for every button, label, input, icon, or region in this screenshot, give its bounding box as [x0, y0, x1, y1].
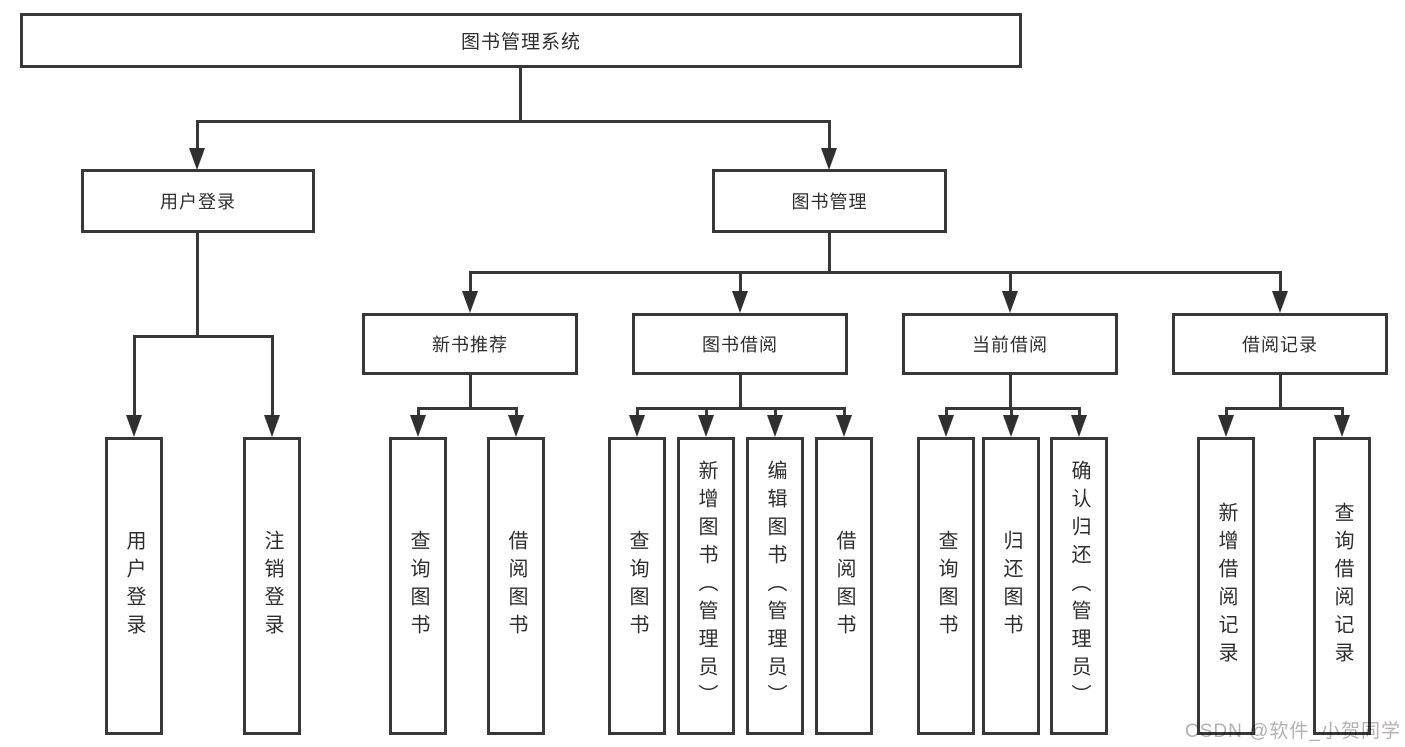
connector-vline — [944, 407, 948, 419]
node-user-login: 用户登录 — [81, 169, 315, 233]
leaf-logout: 注销登录 — [243, 437, 301, 735]
connector-vline — [704, 407, 708, 419]
arrow-down-icon — [126, 415, 142, 437]
leaf-bb-borrow-books: 借阅图书 — [815, 437, 873, 735]
node-library-system-label: 图书管理系统 — [460, 32, 581, 53]
leaf-nbr-borrow-books-label: 借阅图书 — [505, 530, 527, 642]
leaf-bb-query-books: 查询图书 — [608, 437, 666, 735]
leaf-cb-confirm-return-admin-label: 确认归还（管理员） — [1068, 460, 1090, 712]
connector-vline — [468, 373, 472, 410]
connector-vline — [1008, 373, 1012, 410]
connector-hline — [195, 119, 831, 123]
leaf-bb-edit-books-admin: 编辑图书（管理员） — [746, 437, 804, 735]
connector-vline — [1077, 407, 1081, 419]
connector-vline — [827, 120, 831, 152]
connector-vline — [195, 120, 199, 152]
node-borrowing-records: 借阅记录 — [1172, 313, 1388, 375]
connector-vline — [1278, 373, 1282, 410]
leaf-cb-confirm-return-admin: 确认归还（管理员） — [1050, 437, 1108, 735]
arrow-down-icon — [1002, 291, 1018, 313]
connector-vline — [416, 407, 420, 419]
connector-vline — [518, 66, 522, 122]
connector-vline — [773, 407, 777, 419]
arrow-down-icon — [629, 415, 645, 437]
arrow-down-icon — [938, 415, 954, 437]
connector-vline — [738, 373, 742, 410]
watermark: CSDN @软件_小贺同学 — [1185, 721, 1401, 742]
leaf-user-login: 用户登录 — [105, 437, 163, 735]
connector-vline — [1224, 407, 1228, 419]
arrow-down-icon — [1334, 415, 1350, 437]
connector-vline — [270, 335, 274, 419]
arrow-down-icon — [1218, 415, 1234, 437]
node-new-book-recommendation: 新书推荐 — [362, 313, 578, 375]
connector-hline — [944, 406, 1081, 410]
leaf-cb-return-books: 归还图书 — [982, 437, 1040, 735]
arrow-down-icon — [1003, 415, 1019, 437]
connector-vline — [1008, 271, 1012, 295]
leaf-user-login-label: 用户登录 — [123, 530, 145, 642]
node-book-borrowing: 图书借阅 — [632, 313, 848, 375]
connector-vline — [514, 407, 518, 419]
node-book-borrowing-label: 图书借阅 — [702, 335, 778, 355]
connector-vline — [132, 335, 136, 419]
connector-hline — [132, 334, 274, 338]
node-book-management: 图书管理 — [712, 169, 947, 233]
connector-vline — [1009, 407, 1013, 419]
arrow-down-icon — [508, 415, 524, 437]
connector-vline — [827, 230, 831, 274]
arrow-down-icon — [410, 415, 426, 437]
leaf-br-add-record-label: 新增借阅记录 — [1215, 502, 1237, 670]
connector-hline — [635, 406, 846, 410]
leaf-logout-label: 注销登录 — [261, 530, 283, 642]
node-user-login-label: 用户登录 — [160, 192, 236, 212]
arrow-down-icon — [821, 148, 837, 170]
arrow-down-icon — [732, 291, 748, 313]
connector-vline — [635, 407, 639, 419]
arrow-down-icon — [698, 415, 714, 437]
leaf-br-add-record: 新增借阅记录 — [1197, 437, 1255, 735]
arrow-down-icon — [836, 415, 852, 437]
arrow-down-icon — [1071, 415, 1087, 437]
arrow-down-icon — [1272, 291, 1288, 313]
leaf-cb-query-books: 查询图书 — [917, 437, 975, 735]
leaf-bb-add-books-admin-label: 新增图书（管理员） — [695, 460, 717, 712]
leaf-bb-borrow-books-label: 借阅图书 — [833, 530, 855, 642]
leaf-nbr-query-books: 查询图书 — [389, 437, 447, 735]
connector-vline — [1340, 407, 1344, 419]
node-borrowing-records-label: 借阅记录 — [1242, 335, 1318, 355]
node-current-borrowing-label: 当前借阅 — [972, 335, 1048, 355]
connector-vline — [842, 407, 846, 419]
leaf-cb-return-books-label: 归还图书 — [1000, 530, 1022, 642]
connector-vline — [468, 271, 472, 295]
leaf-nbr-borrow-books: 借阅图书 — [487, 437, 545, 735]
node-library-system: 图书管理系统 — [20, 13, 1022, 68]
arrow-down-icon — [767, 415, 783, 437]
leaf-bb-edit-books-admin-label: 编辑图书（管理员） — [764, 460, 786, 712]
node-book-management-label: 图书管理 — [791, 192, 868, 212]
leaf-nbr-query-books-label: 查询图书 — [407, 530, 429, 642]
leaf-br-query-record: 查询借阅记录 — [1313, 437, 1371, 735]
node-current-borrowing: 当前借阅 — [902, 313, 1118, 375]
connector-hline — [468, 270, 1282, 274]
connector-hline — [416, 406, 518, 410]
connector-hline — [1224, 406, 1344, 410]
leaf-bb-add-books-admin: 新增图书（管理员） — [677, 437, 735, 735]
arrow-down-icon — [462, 291, 478, 313]
connector-vline — [1278, 271, 1282, 295]
connector-vline — [738, 271, 742, 295]
node-new-book-recommendation-label: 新书推荐 — [432, 335, 508, 355]
leaf-cb-query-books-label: 查询图书 — [935, 530, 957, 642]
arrow-down-icon — [189, 148, 205, 170]
leaf-br-query-record-label: 查询借阅记录 — [1331, 502, 1353, 670]
leaf-bb-query-books-label: 查询图书 — [626, 530, 648, 642]
connector-vline — [195, 230, 199, 338]
arrow-down-icon — [264, 415, 280, 437]
